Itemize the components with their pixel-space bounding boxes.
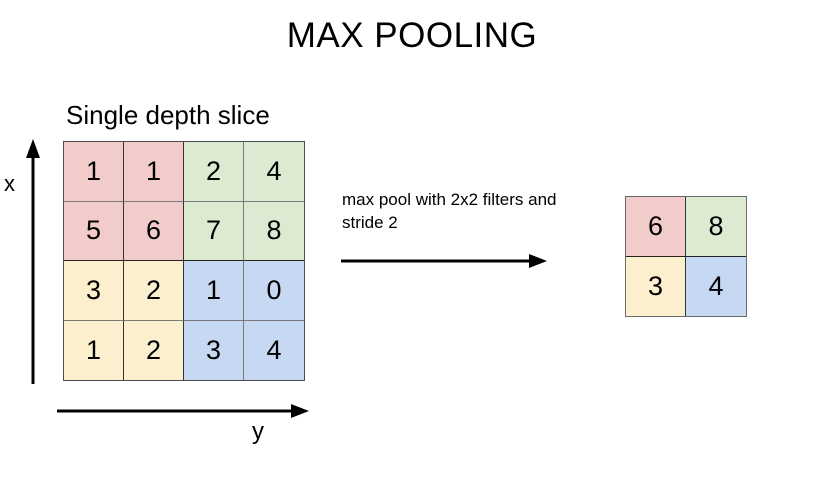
output-cell-r0c0: 6 [626, 197, 686, 257]
input-cell-r3c2: 3 [184, 320, 244, 380]
input-cell-r2c2: 1 [184, 261, 244, 321]
input-cell-r2c3: 0 [244, 261, 304, 321]
y-axis-label: y [252, 418, 264, 445]
output-cell-r1c1: 4 [686, 256, 746, 316]
single-depth-slice-label: Single depth slice [66, 100, 270, 130]
transform-arrow-icon [341, 254, 547, 268]
input-cell-r3c1: 2 [124, 320, 184, 380]
input-cell-r3c3: 4 [244, 320, 304, 380]
pooling-annotation-text: max pool with 2x2 filters and stride 2 [342, 190, 557, 232]
x-axis-label: x [4, 171, 15, 196]
input-cell-r2c1: 2 [124, 261, 184, 321]
input-cell-r0c0: 1 [64, 142, 124, 202]
input-feature-map-grid: 1 1 2 4 5 6 7 8 3 2 1 0 1 2 3 4 [63, 141, 305, 381]
input-cell-r1c0: 5 [64, 201, 124, 261]
input-cell-r3c0: 1 [64, 320, 124, 380]
input-cell-r1c3: 8 [244, 201, 304, 261]
page-title: MAX POOLING [286, 16, 538, 55]
input-cell-r0c3: 4 [244, 142, 304, 202]
input-cell-r0c1: 1 [124, 142, 184, 202]
input-cell-r2c0: 3 [64, 261, 124, 321]
input-cell-r1c1: 6 [124, 201, 184, 261]
output-feature-map-grid: 6 8 3 4 [625, 196, 747, 317]
y-axis-arrow-icon [57, 404, 309, 418]
input-cell-r0c2: 2 [184, 142, 244, 202]
x-axis-arrow-icon [26, 139, 40, 384]
output-cell-r1c0: 3 [626, 256, 686, 316]
input-cell-r1c2: 7 [184, 201, 244, 261]
output-cell-r0c1: 8 [686, 197, 746, 257]
